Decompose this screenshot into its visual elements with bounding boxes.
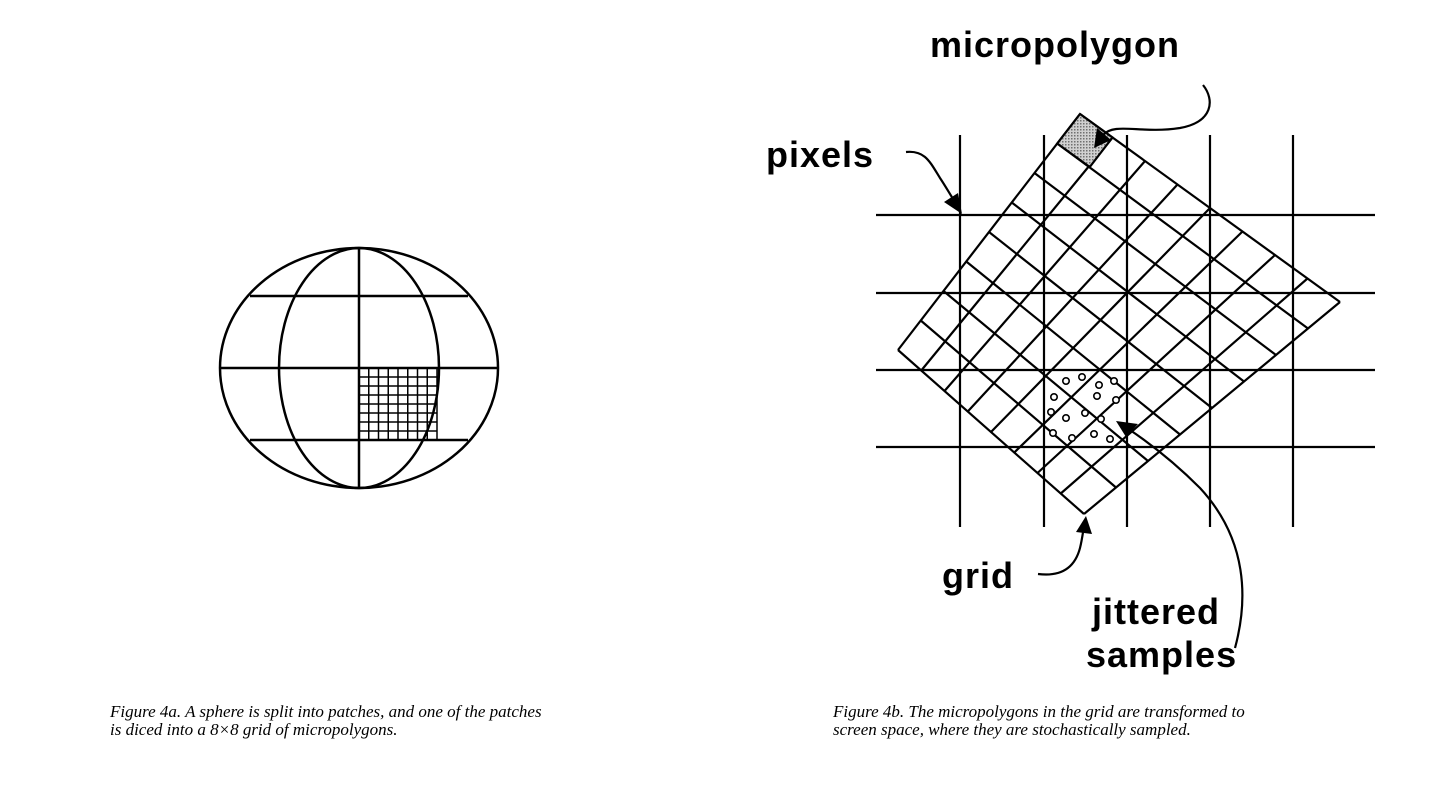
pixels-arrow-curve — [905, 150, 959, 207]
sample-point — [1095, 380, 1104, 389]
micropolygon-label: micropolygon — [930, 24, 1180, 65]
samples-arrowhead — [1116, 421, 1138, 437]
samples-arrow-curve — [1126, 427, 1244, 649]
sample-point — [1090, 429, 1099, 438]
sample-point — [1068, 433, 1077, 442]
micropolygon-grid-line — [1036, 254, 1276, 474]
sphere-figure — [218, 246, 500, 490]
micropolygon-grid — [897, 113, 1341, 515]
highlighted-micropolygon — [1055, 112, 1115, 169]
sample-point — [1050, 392, 1059, 401]
micropolygon-grid-line — [897, 349, 1085, 515]
sample-point — [1106, 434, 1115, 443]
figure-4b-caption-line: Figure 4b. The micropolygons in the grid… — [833, 702, 1245, 721]
sample-point — [1110, 376, 1119, 385]
micropolygon-grid-line — [920, 319, 1117, 489]
sample-point — [1097, 414, 1106, 423]
micropolygon-grid-line — [1083, 301, 1341, 515]
sample-point — [1112, 395, 1121, 404]
figure-4a-caption-line: is diced into a 8×8 grid of micropolygon… — [110, 720, 398, 739]
micropolygon-grid-line — [965, 260, 1181, 436]
figure-4b-caption: Figure 4b. The micropolygons in the grid… — [833, 703, 1423, 739]
diced-patch-grid — [358, 367, 438, 441]
grid-arrowhead — [1076, 516, 1092, 534]
micropolygon-grid-line — [988, 231, 1213, 409]
pixels-arrowhead — [944, 193, 962, 214]
pixels-label: pixels — [766, 134, 874, 175]
sample-point — [1062, 413, 1071, 422]
sample-point — [1093, 391, 1102, 400]
sample-point — [1049, 428, 1058, 437]
figure-4a-caption-line: Figure 4a. A sphere is split into patche… — [110, 702, 542, 721]
sample-point — [1078, 372, 1087, 381]
sample-point — [1047, 407, 1056, 416]
callout-arrowheads — [944, 128, 1138, 534]
figure-4b-caption-line: screen space, where they are stochastica… — [833, 720, 1191, 739]
micropolygon-grid-line — [1013, 230, 1244, 454]
sample-point — [1062, 376, 1071, 385]
samples-label: samples — [1086, 634, 1237, 675]
sample-point — [1081, 408, 1090, 417]
figure-4a-caption: Figure 4a. A sphere is split into patche… — [110, 703, 690, 739]
micropolygon-arrow-curve — [1102, 84, 1211, 136]
jittered-label: jittered — [1091, 591, 1220, 632]
micropolygon-grid-line — [942, 290, 1149, 462]
grid-label: grid — [942, 555, 1014, 596]
micropolygon-arrowhead — [1094, 128, 1111, 148]
grid-arrow-curve — [1037, 525, 1086, 576]
micropolygon-grid-line — [1060, 277, 1309, 495]
screen-space-figure: micropolygon pixels grid jittered sample… — [766, 24, 1375, 675]
